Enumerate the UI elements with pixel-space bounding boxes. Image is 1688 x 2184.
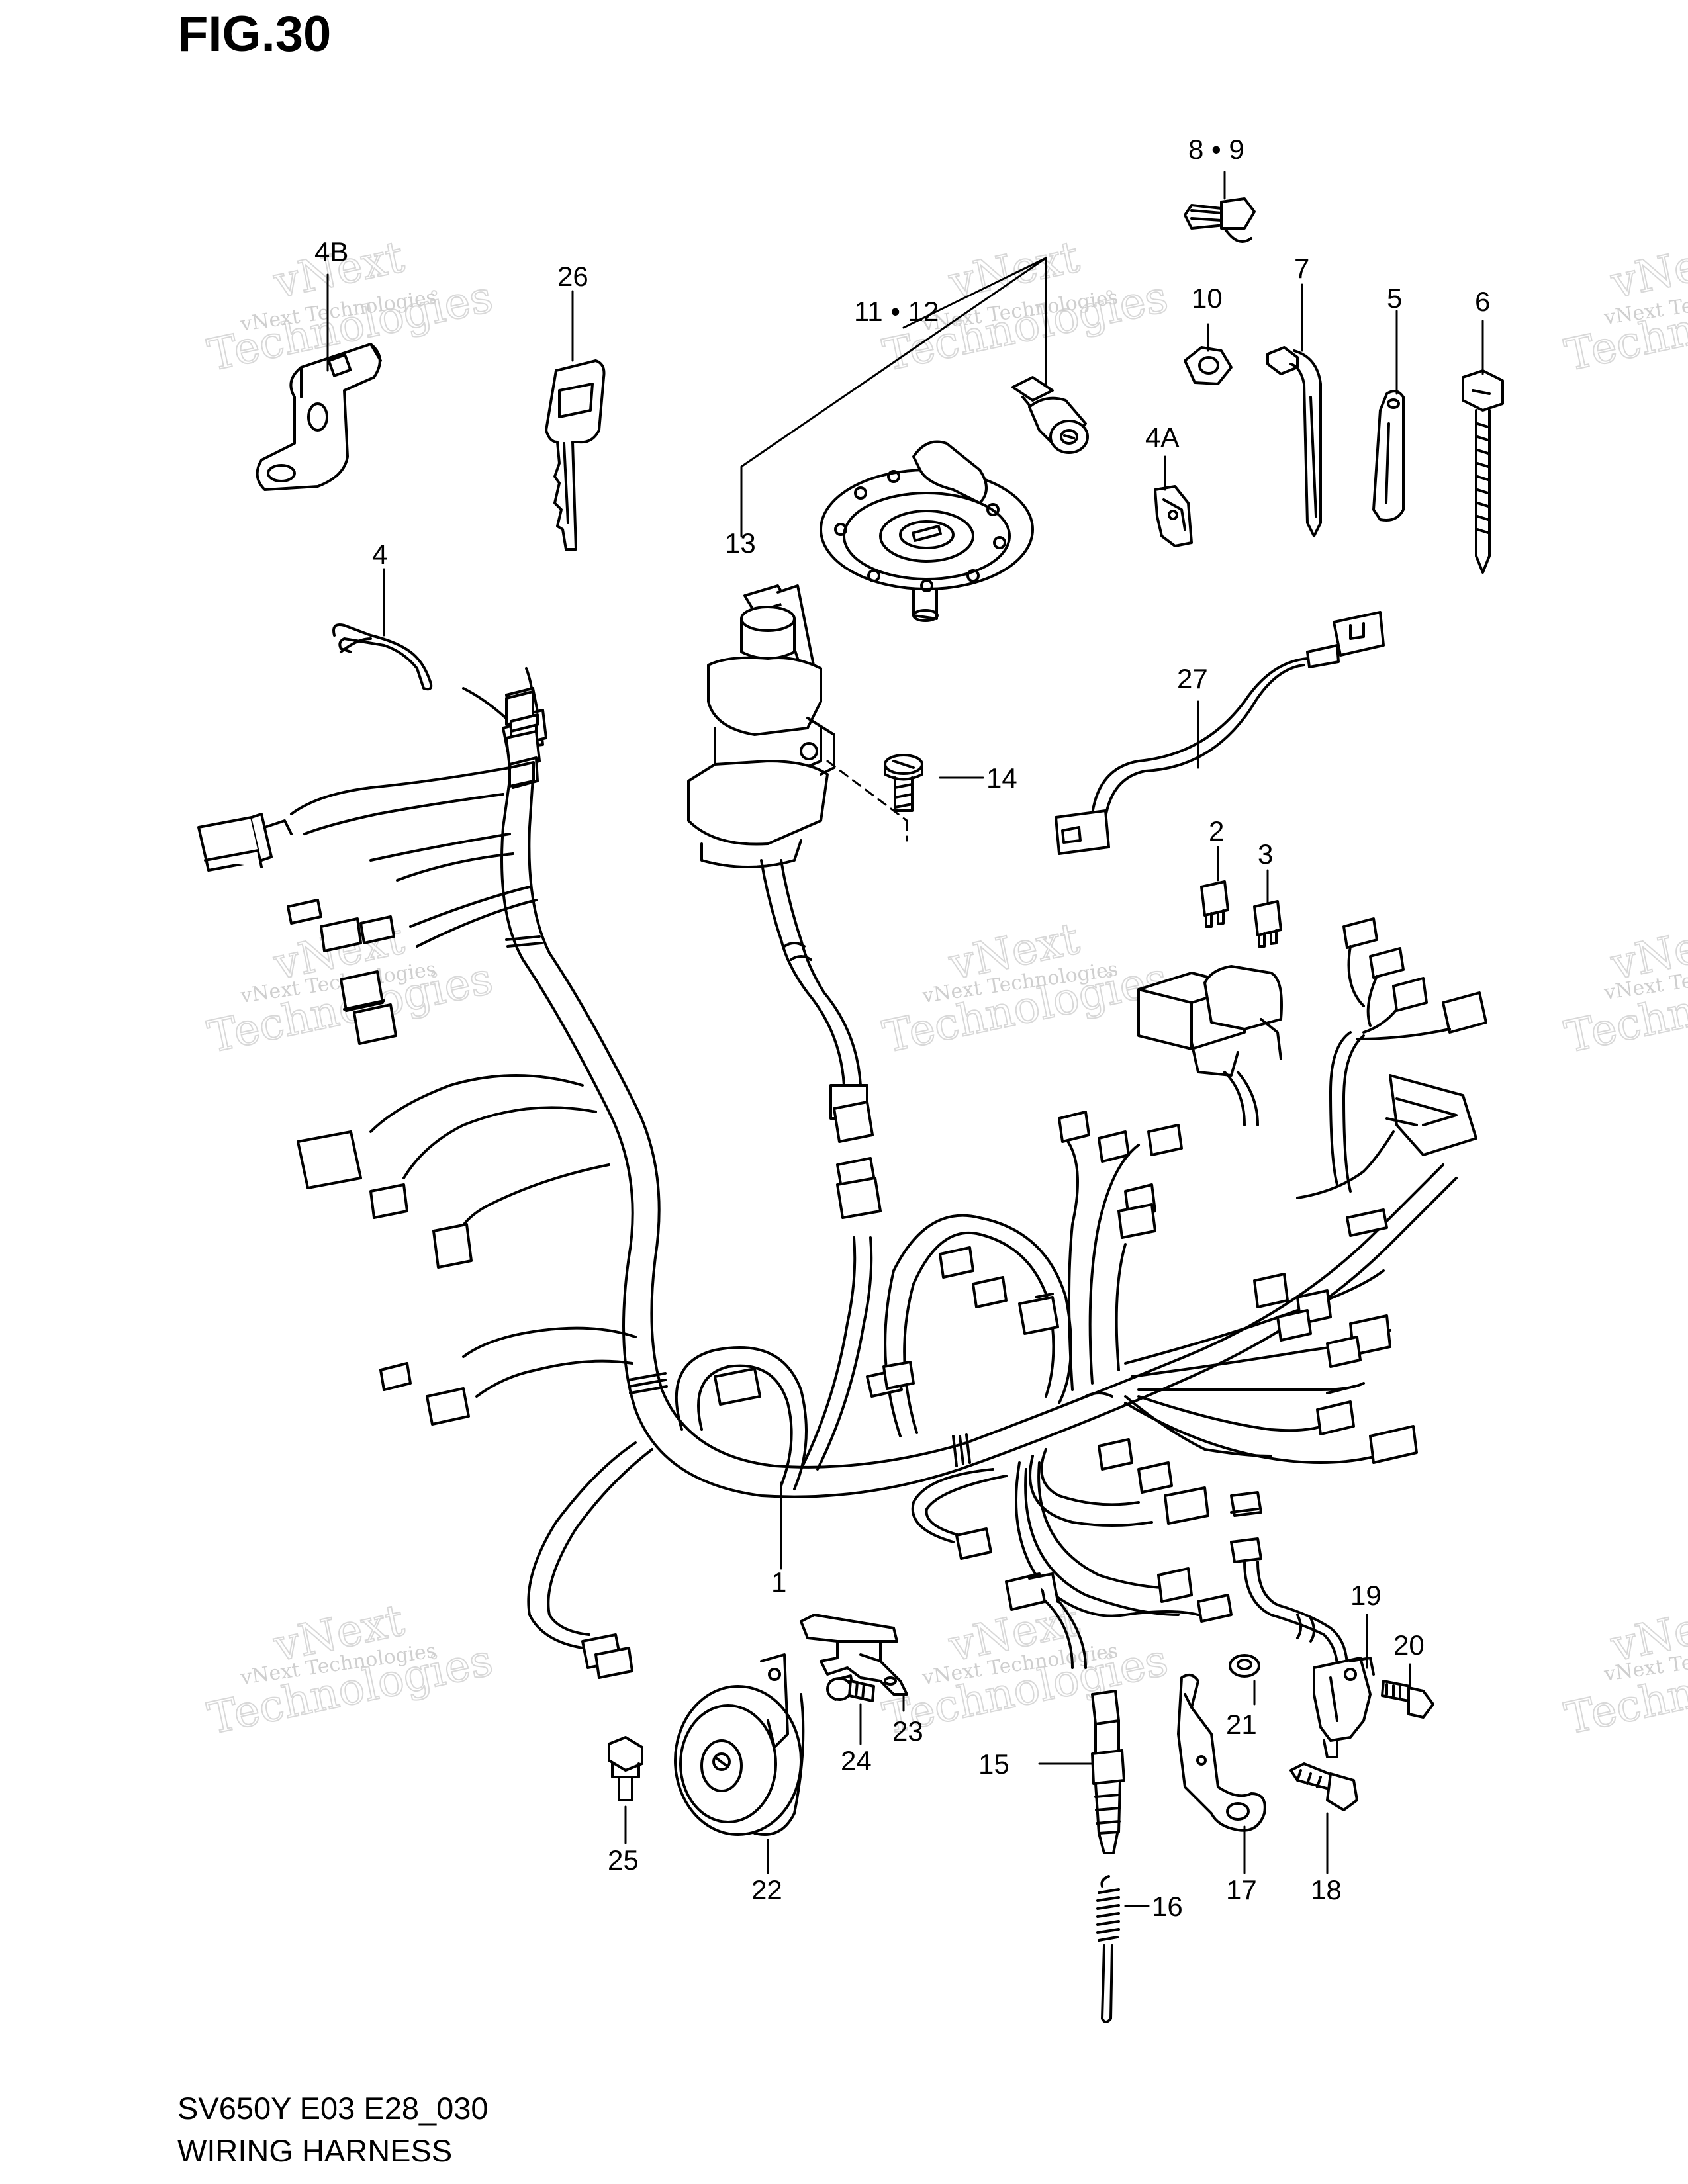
diagram-code: SV650Y E03 E28_030: [177, 2091, 489, 2126]
bolt-part-8-9: [1184, 197, 1256, 243]
nut-part-10: [1184, 346, 1233, 385]
fuse-part-2: [1200, 880, 1229, 928]
main-wiring-harness-part-1: [290, 667, 1458, 1669]
callout-20: 20: [1393, 1629, 1425, 1661]
leader-lines: [326, 171, 1484, 1907]
fuel-cap-assembly: [820, 440, 1034, 622]
callout-26: 26: [557, 261, 588, 292]
spring-clip-part-4: [332, 623, 433, 691]
callout-11-12: 11 • 12: [854, 296, 939, 327]
screw-part-14: [884, 754, 923, 812]
connectors: [197, 687, 1418, 1679]
callout-21: 21: [1226, 1709, 1257, 1740]
callout-22: 22: [751, 1874, 782, 1905]
watermark-top-right: vNext Technologies vNext Technologies: [1560, 230, 1688, 381]
callout-2: 2: [1209, 815, 1224, 846]
clamp-band-part-7: [1266, 346, 1322, 537]
right-top-connector-branch: [1329, 917, 1487, 1193]
callout-15: 15: [978, 1749, 1009, 1780]
sensor-lead-part-19: [1243, 1561, 1375, 1758]
diagram-name: WIRING HARNESS: [177, 2133, 453, 2168]
callout-5: 5: [1387, 283, 1402, 314]
callout-14: 14: [986, 762, 1017, 794]
callout-4B: 4B: [314, 236, 348, 267]
bracket-part-17: [1177, 1674, 1266, 1832]
spring-part-16: [1096, 1875, 1120, 2023]
callout-27: 27: [1177, 663, 1208, 694]
sensor-part-15: [1091, 1690, 1125, 1854]
callout-16: 16: [1152, 1891, 1183, 1922]
callout-8-9: 8 • 9: [1188, 134, 1244, 165]
sub-harness-part-27: [1055, 611, 1385, 855]
callout-3: 3: [1258, 839, 1273, 870]
callout-25: 25: [608, 1844, 639, 1876]
callout-7: 7: [1294, 253, 1309, 284]
bracket-part-4B: [256, 343, 382, 491]
ignition-switch-part-13: [687, 584, 868, 1120]
callout-17: 17: [1226, 1874, 1257, 1905]
key-part-26: [545, 359, 606, 551]
fuse-part-3: [1253, 900, 1282, 948]
fuse-box: [1137, 965, 1283, 1126]
callout-10: 10: [1192, 283, 1223, 314]
callout-19: 19: [1350, 1580, 1382, 1611]
callout-13: 13: [725, 527, 756, 559]
bolt-part-25: [608, 1736, 643, 1801]
bolt-part-18: [1289, 1762, 1358, 1811]
callout-6: 6: [1475, 286, 1490, 317]
callout-18: 18: [1311, 1874, 1342, 1905]
watermark-bottom-left: vNext Technologies vNext Technologies: [203, 1594, 497, 1745]
clip-part-4A: [1154, 485, 1193, 547]
horn-part-22: [674, 1653, 805, 1836]
leader-lines-11-12-13: [740, 257, 1047, 537]
right-multi-connector: [1296, 1074, 1477, 1199]
washer-part-21: [1229, 1654, 1260, 1678]
callout-4A: 4A: [1145, 422, 1179, 453]
lock-cylinder-part-11-12: [1011, 376, 1089, 454]
callout-labels: 4B 26 4 11 • 12 8 • 9 10 4A 7 5 6 13 14 …: [314, 134, 1490, 1922]
clamp-part-5: [1372, 390, 1405, 522]
callout-1: 1: [771, 1567, 786, 1598]
callout-4: 4: [372, 539, 387, 570]
watermark-bottom-right: vNext Technologies vNext Technologies: [1560, 1594, 1688, 1745]
callout-24: 24: [841, 1745, 872, 1776]
bolt-part-20: [1381, 1680, 1434, 1719]
watermark-mid-right: vNext Technologies vNext Technologies: [1560, 912, 1688, 1063]
callout-23: 23: [892, 1715, 923, 1747]
bracket-part-23: [800, 1614, 908, 1696]
watermark-mid-center: vNext Technologies vNext Technologies: [878, 912, 1172, 1063]
cable-tie-part-6: [1462, 369, 1504, 574]
screw-part-24: [826, 1674, 875, 1702]
figure-title: FIG.30: [177, 6, 332, 62]
